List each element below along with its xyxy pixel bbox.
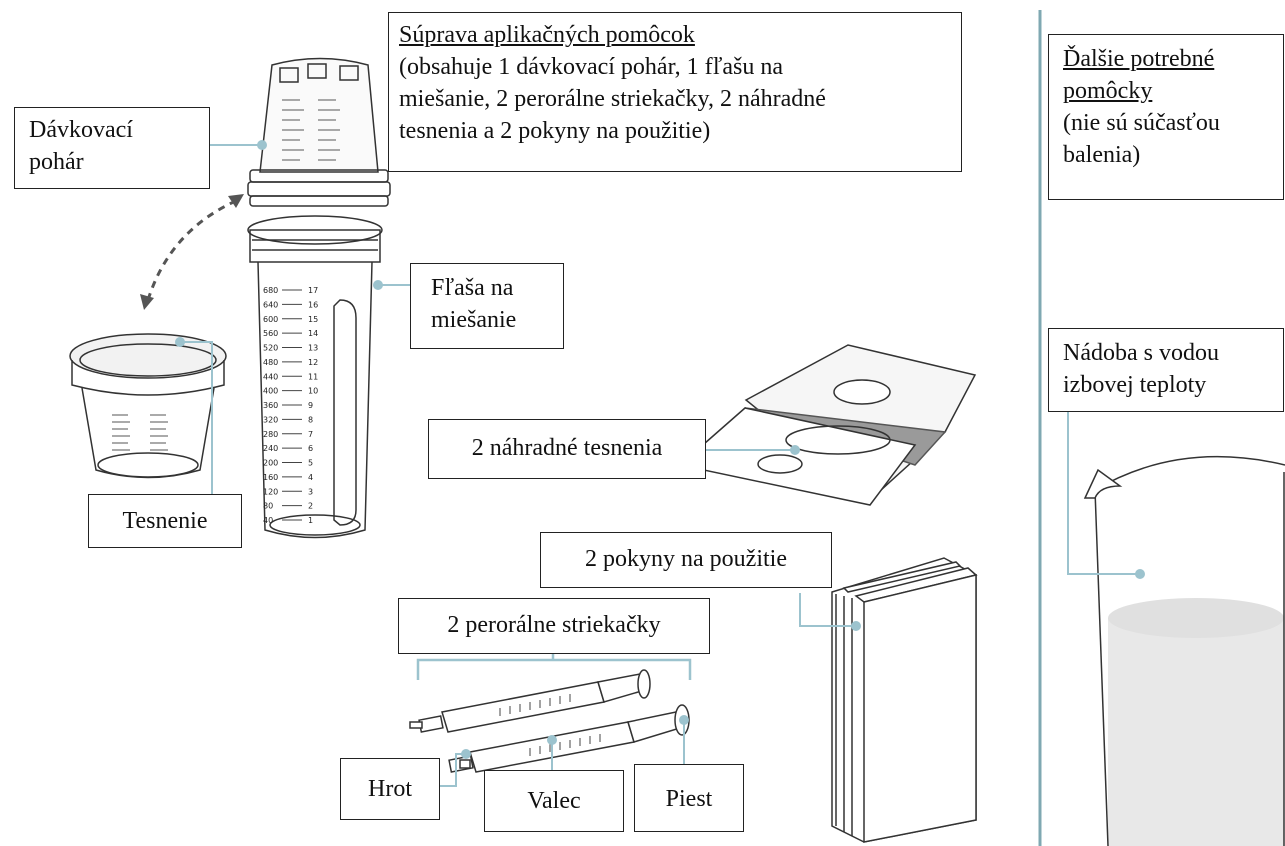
bottle-oz-tick-label: 5 bbox=[308, 459, 313, 468]
kit-box: Súprava aplikačných pomôcok (obsahuje 1 … bbox=[388, 12, 962, 172]
bottle-ml-tick-label: 40 bbox=[263, 516, 273, 525]
kit-title: Súprava aplikačných pomôcok bbox=[399, 22, 695, 48]
spare-seals-label: 2 náhradné tesnenia bbox=[428, 419, 706, 479]
bottle-ml-tick-label: 360 bbox=[263, 401, 278, 410]
mixing-bottle-label-line2: miešanie bbox=[431, 307, 517, 333]
bottle-oz-tick-label: 9 bbox=[308, 401, 313, 410]
spare-seals-label-text: 2 náhradné tesnenia bbox=[471, 435, 663, 461]
bottle-ml-tick-label: 680 bbox=[263, 286, 278, 295]
seal-tray-image bbox=[678, 344, 977, 506]
leader-lines bbox=[180, 144, 1140, 787]
syringes-label: 2 perorálne striekačky bbox=[398, 598, 710, 654]
water-jug-image bbox=[1083, 455, 1285, 846]
bottle-oz-tick-label: 2 bbox=[308, 502, 313, 511]
leader-dots bbox=[175, 140, 1145, 759]
bottle-oz-tick-label: 4 bbox=[308, 473, 313, 482]
tip-label: Hrot bbox=[340, 758, 440, 820]
bottle-ml-tick-label: 400 bbox=[263, 387, 278, 396]
barrel-label: Valec bbox=[484, 770, 624, 832]
kit-desc-line3: tesnenia a 2 pokyny na použitie) bbox=[399, 118, 711, 144]
bottle-oz-tick-label: 12 bbox=[308, 358, 318, 367]
bottle-ml-tick-label: 280 bbox=[263, 430, 278, 439]
other-items-title-line1: Ďalšie potrebné bbox=[1063, 46, 1215, 72]
mixing-bottle-label-line1: Fľaša na bbox=[431, 275, 514, 301]
kit-desc-line2: miešanie, 2 perorálne striekačky, 2 náhr… bbox=[399, 86, 826, 112]
seal-cup-image bbox=[69, 333, 227, 479]
bottle-ml-tick-label: 480 bbox=[263, 358, 278, 367]
bottle-ml-tick-label: 320 bbox=[263, 415, 278, 424]
instructions-booklet-image bbox=[831, 557, 978, 843]
bottle-oz-tick-label: 17 bbox=[308, 286, 318, 295]
water-label-line2: izbovej teploty bbox=[1063, 372, 1207, 398]
bottle-oz-tick-label: 8 bbox=[308, 415, 313, 424]
bottle-oz-tick-label: 16 bbox=[308, 300, 318, 309]
bottle-ml-tick-label: 200 bbox=[263, 459, 278, 468]
barrel-label-text: Valec bbox=[527, 788, 581, 814]
syringes-image bbox=[409, 669, 690, 773]
bottle-oz-tick-label: 10 bbox=[308, 387, 318, 396]
bottle-oz-tick-label: 15 bbox=[308, 315, 318, 324]
instructions-label: 2 pokyny na použitie bbox=[540, 532, 832, 588]
syringes-label-text: 2 perorálne striekačky bbox=[447, 612, 661, 638]
mixing-bottle-image bbox=[247, 215, 383, 539]
dosing-cup-label-line1: Dávkovací bbox=[29, 117, 133, 143]
dosing-cup-label: Dávkovací pohár bbox=[14, 107, 210, 189]
bottle-oz-tick-label: 14 bbox=[308, 329, 318, 338]
plunger-label-text: Piest bbox=[665, 786, 713, 812]
bottle-oz-tick-label: 1 bbox=[308, 516, 313, 525]
bottle-oz-tick-label: 3 bbox=[308, 487, 313, 496]
dosing-cup-label-line2: pohár bbox=[29, 149, 84, 175]
bottle-oz-tick-label: 6 bbox=[308, 444, 313, 453]
tip-label-text: Hrot bbox=[368, 776, 412, 802]
bottle-oz-tick-label: 11 bbox=[308, 372, 318, 381]
mixing-bottle-label: Fľaša na miešanie bbox=[410, 263, 564, 349]
bottle-oz-tick-label: 7 bbox=[308, 430, 313, 439]
bottle-ml-tick-label: 640 bbox=[263, 300, 278, 309]
bottle-ml-tick-label: 240 bbox=[263, 444, 278, 453]
bottle-ml-tick-label: 600 bbox=[263, 315, 278, 324]
plunger-label: Piest bbox=[634, 764, 744, 832]
arrow-head-bottom bbox=[140, 294, 154, 310]
bottle-ml-tick-label: 520 bbox=[263, 344, 278, 353]
other-items-box: Ďalšie potrebné pomôcky (nie sú súčasťou… bbox=[1048, 34, 1284, 200]
water-label-line1: Nádoba s vodou bbox=[1063, 340, 1219, 366]
bottle-oz-tick-label: 13 bbox=[308, 344, 318, 353]
bottle-ml-tick-label: 160 bbox=[263, 473, 278, 482]
bottle-ml-tick-label: 560 bbox=[263, 329, 278, 338]
water-container-label: Nádoba s vodou izbovej teploty bbox=[1048, 328, 1284, 412]
seal-label: Tesnenie bbox=[88, 494, 242, 548]
bottle-ml-tick-label: 80 bbox=[263, 502, 273, 511]
arrow-head-top bbox=[228, 194, 244, 208]
dosing-cup-image bbox=[247, 57, 391, 207]
other-items-title-line2: pomôcky bbox=[1063, 78, 1153, 104]
bottle-ml-tick-label: 440 bbox=[263, 372, 278, 381]
kit-desc-line1: (obsahuje 1 dávkovací pohár, 1 fľašu na bbox=[399, 54, 783, 80]
seal-label-text: Tesnenie bbox=[122, 508, 208, 534]
other-items-note-line2: balenia) bbox=[1063, 142, 1141, 168]
other-items-note-line1: (nie sú súčasťou bbox=[1063, 110, 1220, 136]
bottle-ml-tick-label: 120 bbox=[263, 487, 278, 496]
swap-arrow bbox=[146, 198, 239, 301]
instructions-label-text: 2 pokyny na použitie bbox=[585, 546, 787, 572]
